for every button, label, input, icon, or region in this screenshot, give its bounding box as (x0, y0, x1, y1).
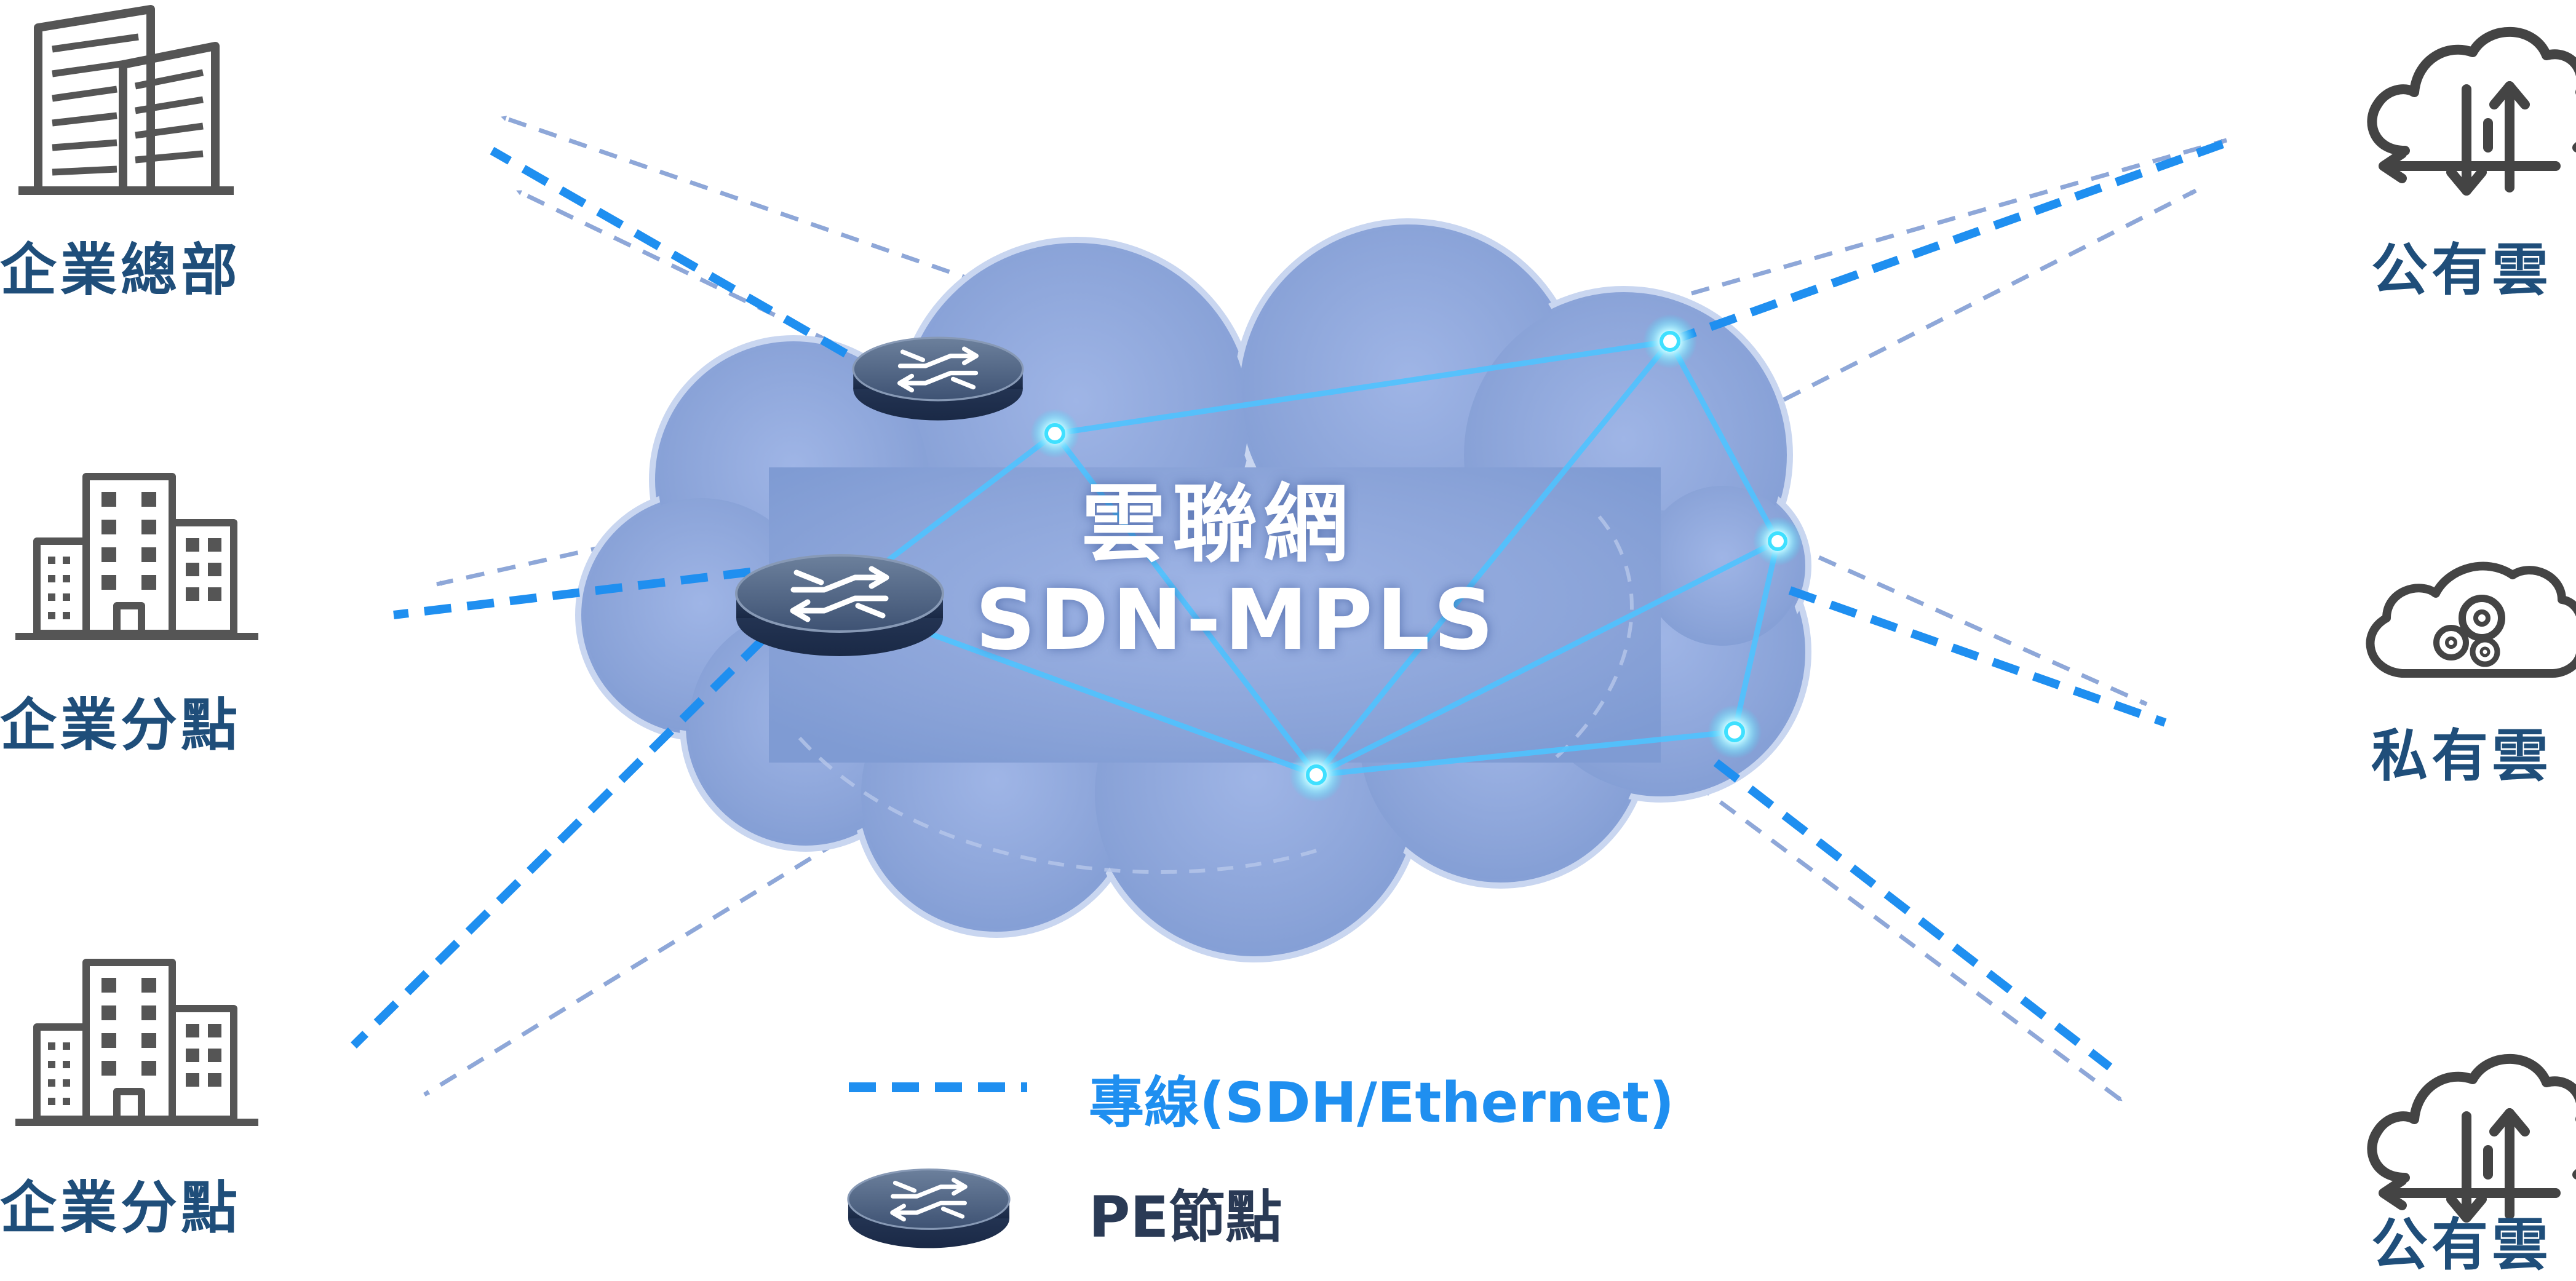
site-label-branch-top: 企業分點 (0, 692, 242, 758)
line-branch-top (393, 568, 751, 619)
legend (848, 1082, 1027, 1248)
arrow-to-public-top-a (1599, 138, 2227, 322)
line-public-bottom (1713, 759, 2113, 1071)
site-label-hq: 企業總部 (0, 237, 242, 303)
cloud-gear-icon (2366, 561, 2576, 678)
cloud-subtitle: SDN-MPLS (975, 572, 1498, 669)
site-label-public-cloud-bottom: 公有雲 (2371, 1212, 2553, 1278)
cloud-transfer-icon (2367, 26, 2576, 196)
site-label-public-cloud-top: 公有雲 (2371, 237, 2553, 303)
office-building-icon (15, 959, 258, 1126)
cloud-title: 雲聯網 (1081, 475, 1354, 574)
office-towers-icon (18, 5, 234, 195)
arrow-to-private (1672, 490, 2148, 707)
line-public-top (1668, 138, 2228, 346)
line-hq (490, 146, 848, 358)
arrow-to-public-top-b (1783, 188, 2197, 402)
line-private (1788, 586, 2167, 727)
legend-dedicated-line-label: 專線(SDH/Ethernet) (1089, 1071, 1675, 1135)
dedicated-lines (351, 138, 2228, 1071)
pe-node-router-icon (736, 555, 943, 656)
line-branch-bottom (351, 637, 766, 1049)
site-label-branch-bottom: 企業分點 (0, 1175, 242, 1241)
office-building-icon (15, 473, 258, 640)
legend-pe-node-label: PE節點 (1089, 1184, 1282, 1250)
legend-pe-node-icon (848, 1170, 1009, 1248)
pe-node-router-icon (853, 338, 1023, 420)
site-label-private-cloud: 私有雲 (2371, 723, 2553, 789)
arrow-to-hq-b (515, 188, 862, 359)
core-nodes (1030, 314, 1802, 802)
cloud-transfer-icon (2367, 1053, 2576, 1223)
